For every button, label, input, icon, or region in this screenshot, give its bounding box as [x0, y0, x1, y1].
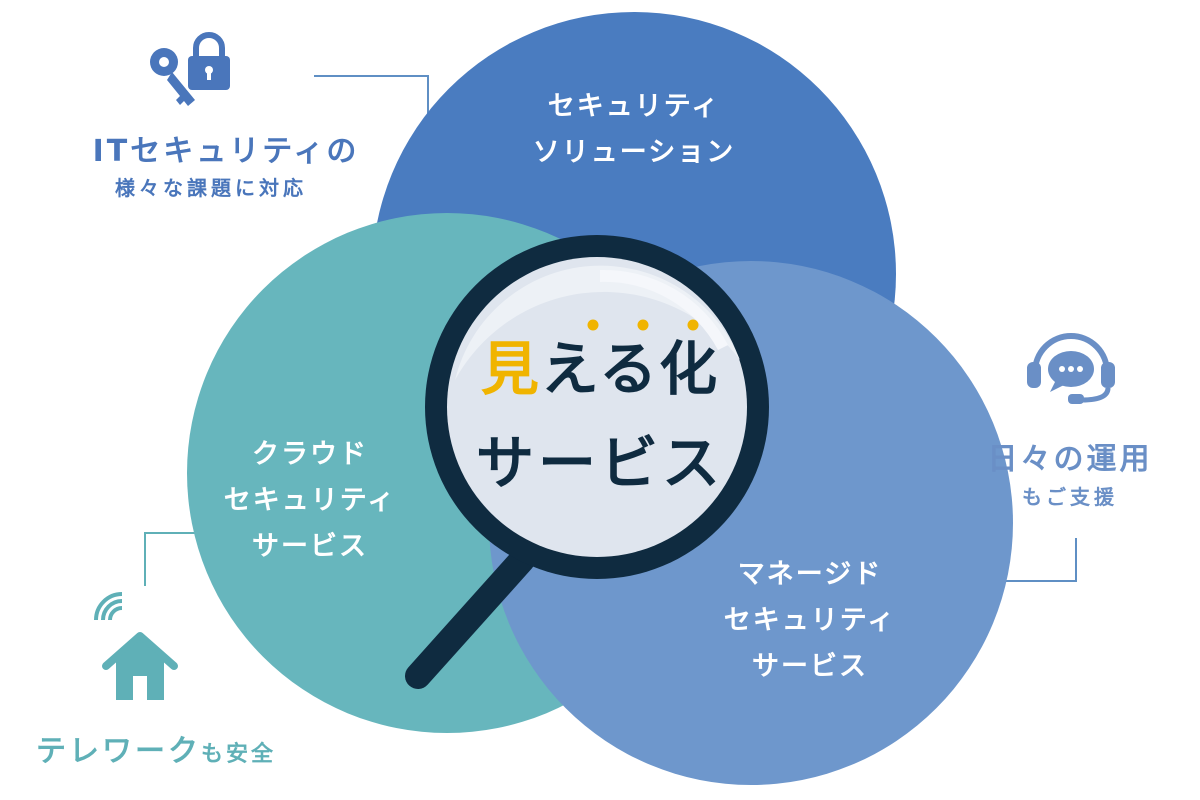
callout-security-subtitle: 様々な課題に対応 — [115, 176, 307, 200]
key-lock-icon — [150, 32, 230, 106]
accent-dot — [687, 319, 699, 331]
center-title-line2: サービス — [475, 429, 724, 497]
circle-label-managed-security: マネージド セキュリティ サービス — [710, 552, 910, 690]
lens-shine — [600, 269, 728, 350]
circle-label-line: クラウド — [252, 439, 368, 470]
callout-operations-subtitle: もご支援 — [1022, 485, 1118, 509]
connector-line-telework — [144, 532, 196, 586]
circle-label-line: セキュリティ — [547, 91, 721, 122]
connector-line-security — [314, 75, 429, 128]
accent-dot — [637, 319, 649, 331]
center-title-accent: 見 — [480, 335, 541, 403]
circle-label-security-solution: セキュリティ ソリューション — [514, 84, 754, 176]
headset-chat-icon — [1027, 333, 1115, 404]
circle-label-line: セキュリティ — [223, 485, 397, 516]
center-title-line1: 見える化 — [450, 322, 750, 406]
callout-security-title: ITセキュリティの — [92, 134, 360, 169]
circle-label-line: サービス — [752, 651, 868, 682]
magnifier-handle — [405, 547, 535, 689]
circle-label-line: サービス — [252, 531, 368, 562]
callout-telework-title-suffix: も安全 — [201, 742, 277, 767]
callout-operations-title: 日々の運用 — [987, 442, 1153, 477]
center-title-rest: える化 — [540, 335, 720, 403]
connector-line-operations — [972, 538, 1077, 582]
callout-telework-title-main: テレワーク — [36, 734, 201, 769]
circle-label-line: セキュリティ — [723, 605, 897, 636]
wifi-house-icon — [94, 592, 178, 700]
magnifier-glass — [447, 257, 747, 557]
accent-dot — [587, 319, 599, 331]
callout-telework-title: テレワークも安全 — [36, 726, 296, 770]
circle-label-line: ソリューション — [532, 137, 736, 168]
circle-label-cloud-security: クラウド セキュリティ サービス — [205, 432, 415, 570]
circle-label-line: マネージド — [737, 559, 883, 590]
